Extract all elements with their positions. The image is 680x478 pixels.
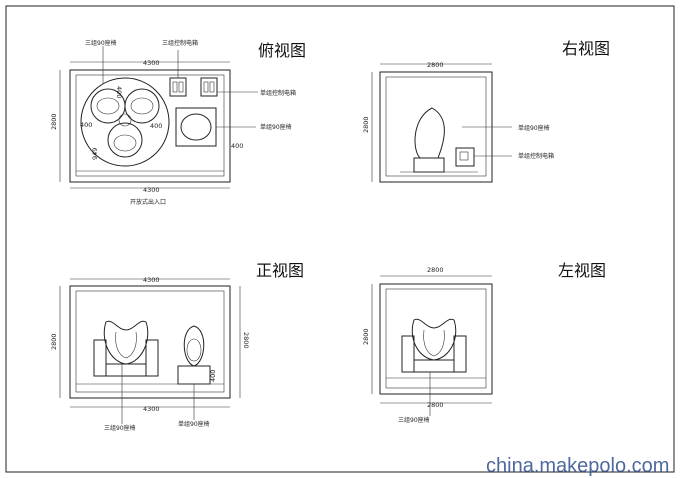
- top-seat-2: [124, 88, 160, 124]
- left-room-inner: [385, 288, 487, 389]
- top-seat-3-inner: [113, 134, 137, 152]
- top-box-a-slot1: [172, 81, 178, 93]
- left-dim-height: 2800: [362, 328, 370, 345]
- front-view-title: 正视图: [256, 261, 304, 280]
- front-three-seat-right-arm: [145, 339, 159, 377]
- front-three-seat-left-arm: [93, 339, 107, 377]
- top-seat-3: [107, 122, 143, 158]
- left-dim-width-bottom: 2800: [427, 401, 444, 409]
- top-dim-400-b: 400: [80, 121, 92, 129]
- top-label-three-box: 三组控制电箱: [162, 39, 198, 47]
- left-three-seat-shell: [411, 318, 457, 361]
- right-view: 右视图 2800 2800 单组90座椅 单组控制电箱: [362, 39, 610, 183]
- left-dim-width-top: 2800: [427, 266, 444, 274]
- top-seat-1-inner: [96, 97, 120, 115]
- top-room-inner: [75, 74, 225, 177]
- top-box-b-slot1: [203, 81, 209, 93]
- left-label-three-seat: 三组90座椅: [398, 416, 430, 424]
- left-three-seat-base: [413, 359, 455, 373]
- front-dim-width-top: 4300: [143, 276, 160, 284]
- top-view-title: 俯视图: [258, 41, 306, 60]
- top-dim-949: 949: [91, 148, 99, 160]
- right-view-title: 右视图: [562, 39, 610, 58]
- top-dim-width-top: 4300: [143, 59, 160, 67]
- top-dim-400-a: 400: [115, 86, 123, 98]
- front-single-seat-inner: [186, 338, 202, 362]
- top-three-control-box: [169, 77, 187, 97]
- top-view: 俯视图 4300 4300 2800 400 400 400 949: [50, 39, 306, 206]
- front-three-seat-shell: [103, 320, 149, 365]
- top-dim-width-bottom: 4300: [143, 186, 160, 194]
- top-label-single-box: 单组控制电箱: [260, 89, 296, 97]
- left-view-title: 左视图: [558, 261, 606, 280]
- front-dim-height-right: 2800: [242, 332, 250, 349]
- front-label-three-seat: 三组90座椅: [104, 424, 136, 432]
- top-single-control-box: [200, 77, 218, 97]
- sheet-border: [5, 5, 675, 473]
- top-seat-2-inner: [130, 97, 154, 115]
- right-room-inner: [385, 76, 487, 177]
- left-three-seat-right-arm: [453, 335, 467, 373]
- right-control-box-screen: [459, 151, 469, 161]
- left-three-seat-inner: [423, 329, 445, 357]
- top-box-a-slot2: [178, 81, 184, 93]
- top-room-outer: [69, 69, 231, 183]
- front-single-seat-base: [177, 365, 211, 385]
- left-three-seat-left-arm: [401, 335, 415, 373]
- right-seat-shell: [414, 107, 445, 159]
- top-single-seat: [180, 113, 212, 141]
- top-label-three-seat: 三组90座椅: [85, 39, 117, 47]
- top-label-single-seat: 单组90座椅: [260, 123, 292, 131]
- right-control-box: [455, 147, 475, 167]
- front-dim-400: 400: [209, 370, 217, 382]
- front-dim-width-bottom: 4300: [143, 405, 160, 413]
- top-dim-400-d: 400: [231, 142, 243, 150]
- front-three-seat-base: [105, 363, 147, 377]
- front-three-seat-inner: [115, 331, 137, 359]
- right-label-single-box: 单组控制电箱: [518, 152, 554, 160]
- right-label-single-seat: 单组90座椅: [518, 124, 550, 132]
- top-three-seat-ring: [80, 77, 170, 167]
- front-label-single-seat: 单组90座椅: [178, 420, 210, 428]
- front-room-inner: [75, 290, 225, 393]
- top-dim-height: 2800: [50, 113, 58, 130]
- top-center-hub: [118, 113, 132, 127]
- front-dim-height-left: 2800: [50, 333, 58, 350]
- right-dim-width: 2800: [427, 61, 444, 69]
- left-view: 左视图 2800 2800 2800 三组90座椅: [362, 261, 606, 424]
- right-dim-height: 2800: [362, 116, 370, 133]
- front-view: 正视图 4300 4300 2800 2800 400 三组90座椅 单组90座…: [50, 261, 304, 432]
- front-room-outer: [69, 285, 231, 399]
- top-dim-400-c: 400: [150, 122, 162, 130]
- watermark-text: china.makepolo.com: [486, 455, 669, 477]
- right-seat-base: [413, 157, 445, 173]
- top-box-b-slot2: [209, 81, 215, 93]
- left-room-outer: [379, 283, 493, 395]
- top-label-entrance: 开放式出入口: [130, 198, 166, 206]
